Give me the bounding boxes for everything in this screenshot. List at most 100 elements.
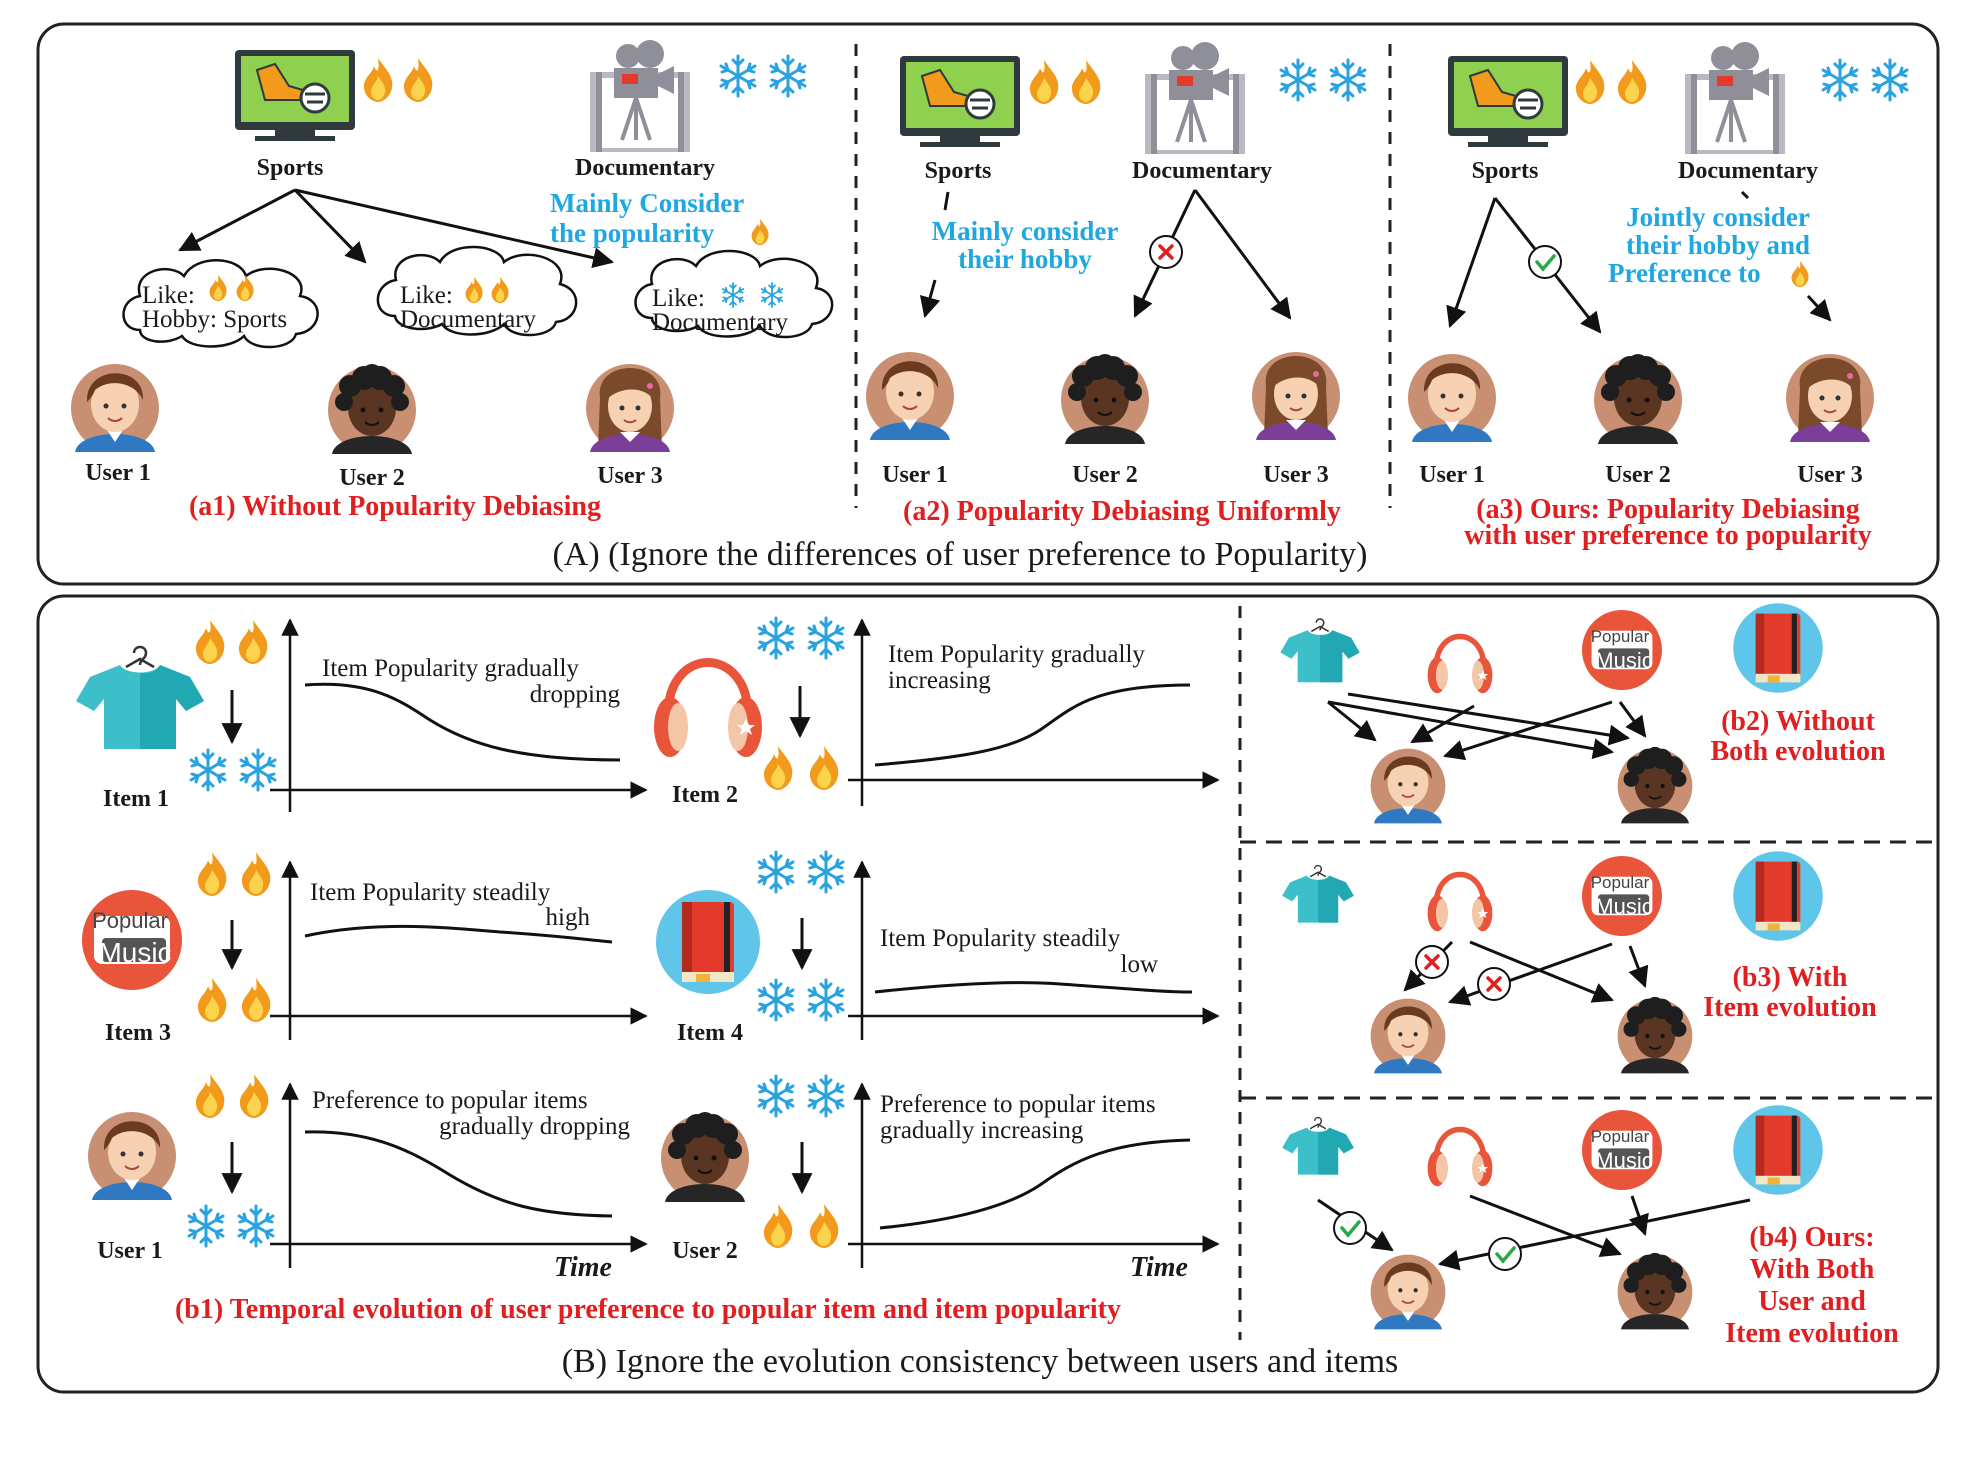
hobby-note-line2: their hobby <box>958 244 1092 274</box>
snowflake-icon <box>807 616 845 660</box>
panel-a-caption: (A) (Ignore the differences of user pref… <box>552 536 1367 573</box>
user-2-label: User 2 <box>672 1238 738 1264</box>
user1-note-line1: Preference to popular items <box>312 1087 588 1114</box>
b1-item2-plot: Item 2 Item Popularity gradually increas… <box>654 616 1220 808</box>
user-dark-avatar <box>1616 1252 1694 1331</box>
subfigure-b4: Popular Music (b4) Ours: With Both User … <box>1281 1105 1899 1349</box>
fire-icon <box>195 1074 225 1118</box>
user-dark-avatar <box>327 363 417 455</box>
subfigure-a1: Sports Documentary Mainly Consider the p… <box>70 38 834 522</box>
snowflake-icon <box>1279 58 1317 102</box>
music-badge-top: Popular <box>1591 873 1650 892</box>
user1-note-line2: gradually dropping <box>439 1113 630 1140</box>
time-axis-label: Time <box>554 1252 612 1283</box>
user-1-label: User 1 <box>97 1238 163 1264</box>
user-boy-avatar <box>865 351 955 441</box>
user-1-label: User 1 <box>85 460 151 486</box>
cloud-like-text: Like: <box>400 282 453 309</box>
tv-sports-icon <box>233 48 357 143</box>
item2-note-line1: Item Popularity gradually <box>888 641 1145 668</box>
a3-title-line2: with user preference to popularity <box>1464 520 1872 551</box>
fire-icon <box>1029 60 1059 104</box>
fire-icon <box>239 1074 269 1118</box>
panel-b-caption: (B) Ignore the evolution consistency bet… <box>562 1343 1399 1380</box>
fire-icon <box>1575 60 1605 104</box>
a2-title: (a2) Popularity Debiasing Uniformly <box>903 496 1341 527</box>
sports-label: Sports <box>257 155 324 181</box>
snowflake-icon <box>239 748 277 792</box>
thought-cloud-user2: Like: Documentary <box>376 245 578 337</box>
cloud-documentary-text: Documentary <box>652 309 789 336</box>
user-boy-avatar <box>1369 997 1447 1075</box>
user-2-label: User 2 <box>1605 462 1671 488</box>
snowflake-icon <box>189 748 227 792</box>
item-1-label: Item 1 <box>103 786 169 812</box>
film-camera-icon <box>588 38 692 154</box>
thought-cloud-user1: Like: Hobby: Sports <box>122 259 319 349</box>
user-3-label: User 3 <box>1797 462 1863 488</box>
tshirt-icon <box>1279 618 1361 684</box>
headphones-icon <box>1428 875 1493 932</box>
sports-label: Sports <box>1472 158 1539 184</box>
headphones-icon <box>1428 637 1493 694</box>
popularity-note-line1: Mainly Consider <box>550 188 744 218</box>
music-badge-top: Popular <box>92 908 168 933</box>
item1-note-line2: dropping <box>530 681 621 708</box>
user-girl-avatar <box>1785 353 1875 443</box>
snowflake-icon <box>757 850 795 894</box>
fire-icon <box>363 58 393 102</box>
user-girl-avatar <box>1251 351 1341 441</box>
item3-note-line1: Item Popularity steadily <box>310 879 551 906</box>
check-icon <box>1527 244 1563 280</box>
user-boy-avatar <box>1369 1253 1447 1331</box>
user2-note-line1: Preference to popular items <box>880 1091 1156 1118</box>
book-icon <box>1733 851 1823 941</box>
snowflake-icon <box>757 1074 795 1118</box>
fire-icon <box>197 852 227 896</box>
popularity-note-line2: the popularity <box>550 218 715 248</box>
time-axis-label: Time <box>1130 1252 1188 1283</box>
user2-note-line2: gradually increasing <box>880 1117 1084 1144</box>
headphones-icon <box>1428 1130 1493 1187</box>
fire-icon <box>241 852 271 896</box>
user-dark-avatar <box>1616 746 1694 825</box>
fire-icon <box>751 218 769 246</box>
subfigure-a3: Sports Documentary Jointly consider thei… <box>1407 40 1909 551</box>
panel-b-frame <box>36 594 1940 1394</box>
joint-note-line2: their hobby and <box>1626 230 1810 260</box>
user-dark-avatar <box>1616 996 1694 1075</box>
snowflake-icon <box>1871 58 1909 102</box>
snowflake-icon <box>807 978 845 1022</box>
user-dark-avatar <box>660 1111 750 1203</box>
user-1-label: User 1 <box>882 462 948 488</box>
subfigure-b2: Popular Music (b2) Without Both evolutio… <box>1279 603 1886 825</box>
item4-note-line2: low <box>1121 951 1159 978</box>
book-icon <box>1733 603 1823 693</box>
tv-sports-icon <box>898 54 1022 149</box>
check-icon <box>1332 1210 1368 1246</box>
snowflake-icon <box>769 54 807 98</box>
film-camera-icon <box>1143 40 1247 156</box>
cloud-documentary-text: Documentary <box>400 306 537 333</box>
fire-icon <box>809 1204 839 1248</box>
user-girl-avatar <box>585 363 675 453</box>
fire-icon <box>809 746 839 790</box>
item3-note-line2: high <box>546 904 591 931</box>
fire-icon <box>241 978 271 1022</box>
user-2-label: User 2 <box>339 465 405 491</box>
cross-icon <box>1148 234 1184 270</box>
user-dark-avatar <box>1593 353 1683 445</box>
snowflake-icon <box>807 850 845 894</box>
fire-icon <box>1617 60 1647 104</box>
book-icon <box>656 890 760 994</box>
b4-title-line4: Item evolution <box>1725 1318 1899 1349</box>
headphones-icon <box>654 663 762 758</box>
a3-title-line1: (a3) Ours: Popularity Debiasing <box>1476 494 1859 525</box>
b2-title-line2: Both evolution <box>1710 736 1885 767</box>
user-dark-avatar <box>1060 353 1150 445</box>
cross-icon <box>1476 966 1512 1002</box>
cloud-like-text: Like: <box>652 285 705 312</box>
b1-title: (b1) Temporal evolution of user preferen… <box>175 1294 1121 1325</box>
item-4-label: Item 4 <box>677 1020 743 1046</box>
b2-title-line1: (b2) Without <box>1721 706 1875 737</box>
